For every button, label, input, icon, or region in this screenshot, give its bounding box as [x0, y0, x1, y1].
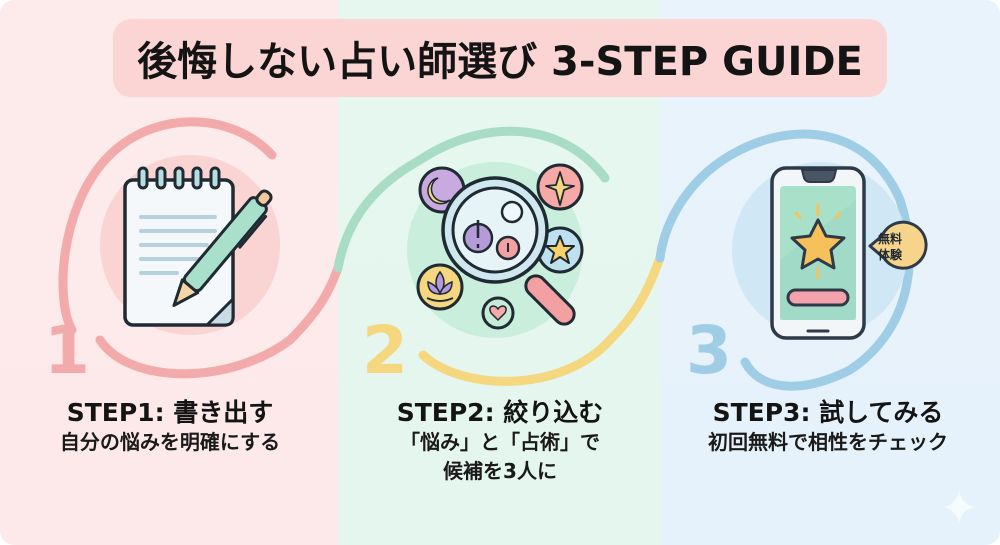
page-title: 後悔しない占い師選び 3-STEP GUIDE	[137, 39, 863, 85]
notepad-pen-icon	[95, 145, 295, 349]
free-trial-bubble-line2: 体験	[878, 247, 903, 262]
sparkle-icon	[942, 490, 976, 528]
smartphone-star-icon: 無料 体験	[720, 150, 930, 354]
step2-text: STEP2: 絞り込む 「悩み」と「占術」で 候補を3人に	[345, 398, 655, 486]
step1-title: STEP1: 書き出す	[66, 398, 274, 427]
step2-title: STEP2: 絞り込む	[396, 398, 604, 427]
title-banner: 後悔しない占い師選び 3-STEP GUIDE	[113, 19, 887, 97]
step1-text: STEP1: 書き出す 自分の悩みを明確にする	[20, 398, 320, 457]
step2-description-line2: 候補を3人に	[443, 459, 557, 483]
step3-title: STEP3: 試してみる	[712, 398, 944, 427]
step2-description-line1: 「悩み」と「占術」で	[400, 430, 600, 454]
step1-description: 自分の悩みを明確にする	[59, 430, 281, 454]
step1-number: 1	[44, 312, 90, 389]
magnifying-glass-fortune-icon	[400, 150, 600, 354]
step3-description: 初回無料で相性をチェック	[708, 430, 948, 454]
step3-text: STEP3: 試してみる 初回無料で相性をチェック	[668, 398, 988, 457]
step3-number: 3	[686, 312, 732, 389]
free-trial-bubble-line1: 無料	[878, 231, 902, 246]
step2-number: 2	[362, 312, 408, 389]
